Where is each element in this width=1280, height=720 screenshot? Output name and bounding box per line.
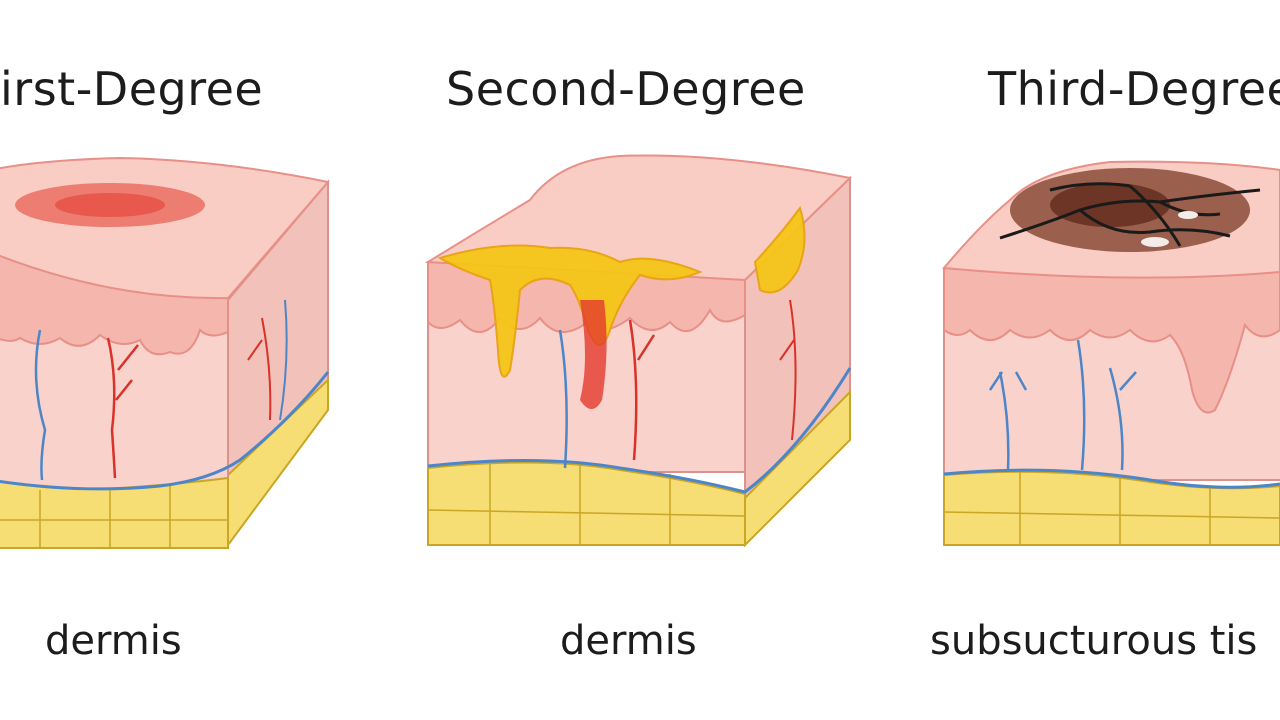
basement-vein-line	[0, 371, 330, 491]
vein	[558, 329, 568, 469]
basement-vein-line	[427, 367, 852, 494]
first-degree-title: irst-Degree	[0, 62, 264, 116]
fat-layer	[427, 461, 746, 546]
first-degree-skin-diagram	[0, 156, 330, 549]
blister-core	[580, 300, 607, 409]
first-degree-caption: dermis	[45, 618, 182, 664]
eschar-cracks	[999, 182, 1261, 247]
artery	[106, 337, 139, 479]
third-degree-title: Third-Degree	[988, 62, 1280, 116]
second-degree-title: Second-Degree	[446, 62, 806, 116]
basement-vein-line	[943, 468, 1280, 489]
second-degree-caption: dermis	[560, 618, 697, 664]
first-degree-panel: irst-Degree dermis	[0, 0, 340, 720]
vein	[34, 329, 47, 481]
artery	[628, 319, 656, 461]
fat-layer	[943, 470, 1280, 546]
vein	[988, 371, 1028, 471]
third-degree-skin-diagram	[942, 160, 1280, 546]
third-degree-panel: Third-Degree subsucturous tis	[930, 0, 1280, 720]
blister-edge	[753, 205, 806, 294]
epidermis-layer	[943, 267, 1280, 414]
second-degree-skin-diagram	[424, 154, 853, 548]
third-degree-caption: subsucturous tis	[930, 618, 1258, 664]
second-degree-panel: Second-Degree dermis	[420, 0, 860, 720]
